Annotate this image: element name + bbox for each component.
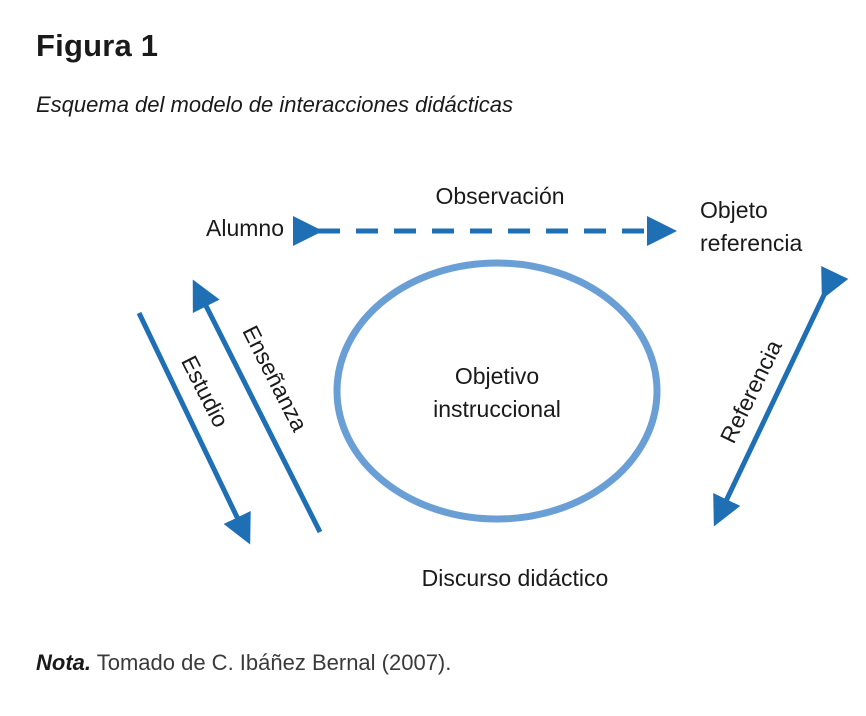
objeto-line-2: referencia	[700, 230, 803, 256]
objetivo-line-2: instruccional	[433, 396, 561, 422]
ensenanza-arrow	[192, 279, 323, 534]
objeto-line-1: Objeto	[700, 197, 768, 223]
figure-title: Esquema del modelo de interacciones didá…	[36, 92, 513, 117]
note-text: Tomado de C. Ibáñez Bernal (2007).	[91, 650, 452, 675]
ensenanza-label: Enseñanza	[237, 321, 313, 436]
observacion-label: Observación	[435, 183, 565, 209]
objeto-referencia-node: Objeto referencia	[700, 194, 840, 260]
note-label: Nota.	[36, 650, 91, 675]
discurso-didactico-node: Discurso didáctico	[421, 565, 609, 591]
alumno-node: Alumno	[206, 215, 284, 241]
figure-note: Nota. Tomado de C. Ibáñez Bernal (2007).	[36, 650, 451, 676]
estudio-arrow	[136, 311, 251, 545]
referencia-arrow	[713, 265, 849, 527]
estudio-label: Estudio	[176, 351, 234, 431]
objetivo-instruccional-node: Objetivo instruccional	[397, 360, 597, 426]
objetivo-line-1: Objetivo	[454, 363, 540, 389]
objetivo-ellipse	[333, 259, 661, 523]
figure-label: Figura 1	[36, 28, 159, 63]
